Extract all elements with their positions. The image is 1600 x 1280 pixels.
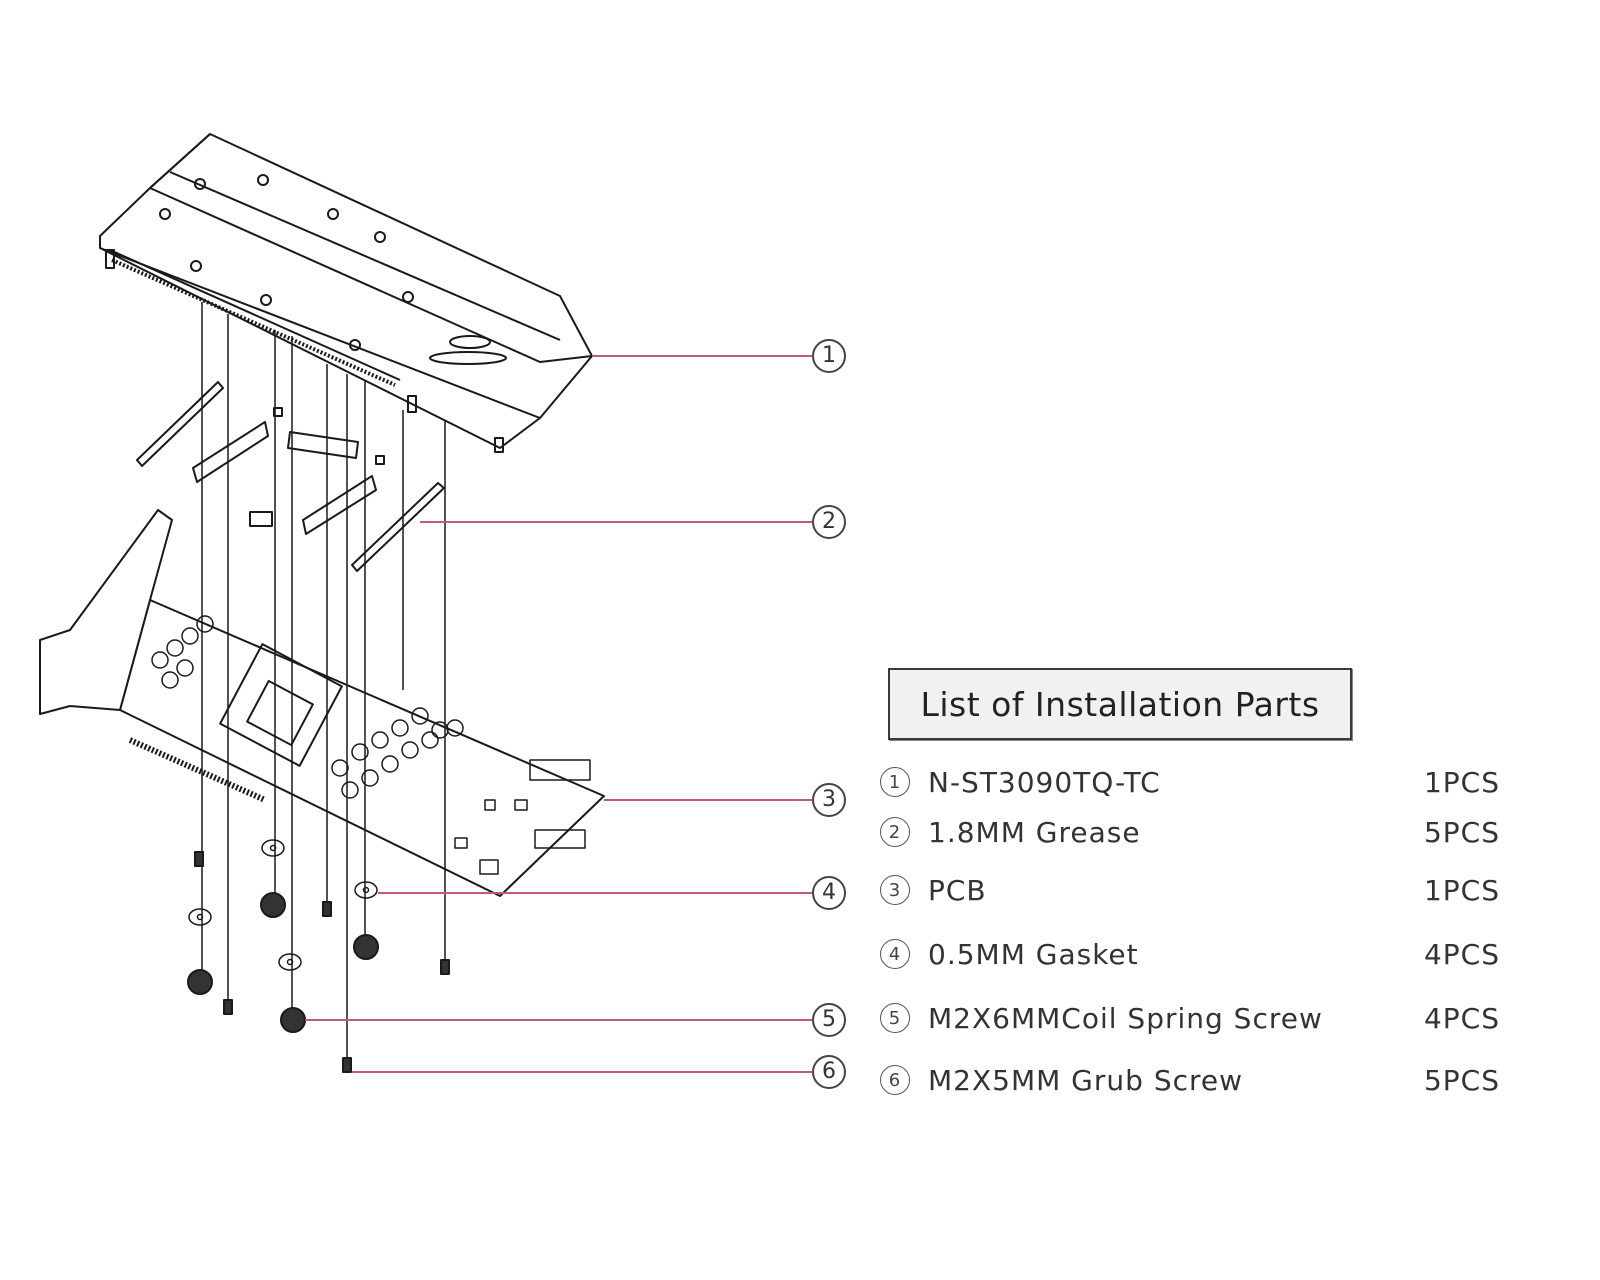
item-name: PCB — [928, 873, 987, 907]
gaskets — [188, 839, 378, 971]
spring-screws — [187, 892, 379, 1033]
item-name: M2X6MMCoil Spring Screw — [928, 1001, 1323, 1035]
list-item: 6 M2X5MM Grub Screw 5PCS — [880, 1058, 1500, 1102]
item-name: M2X5MM Grub Screw — [928, 1063, 1244, 1097]
callout-1: 1 — [812, 339, 846, 373]
list-item: 2 1.8MM Grease 5PCS — [880, 810, 1500, 854]
item-name: N-ST3090TQ-TC — [928, 765, 1161, 799]
item-number: 1 — [880, 767, 910, 797]
item-name: 1.8MM Grease — [928, 815, 1141, 849]
list-item: 4 0.5MM Gasket 4PCS — [880, 932, 1500, 976]
item-quantity: 5PCS — [1423, 1063, 1500, 1097]
list-item: 5 M2X6MMCoil Spring Screw 4PCS — [880, 996, 1500, 1040]
item-number: 2 — [880, 817, 910, 847]
list-item: 3 PCB 1PCS — [880, 868, 1500, 912]
item-number: 3 — [880, 875, 910, 905]
callout-3: 3 — [812, 783, 846, 817]
callout-2: 2 — [812, 505, 846, 539]
grub-screws — [194, 851, 450, 1073]
callout-5: 5 — [812, 1003, 846, 1037]
item-quantity: 4PCS — [1423, 937, 1500, 971]
item-quantity: 1PCS — [1423, 873, 1500, 907]
callout-6: 6 — [812, 1055, 846, 1089]
item-quantity: 4PCS — [1423, 1001, 1500, 1035]
pcb — [39, 509, 605, 897]
item-quantity: 1PCS — [1423, 765, 1500, 799]
leader-lines — [305, 355, 812, 1073]
item-quantity: 5PCS — [1423, 815, 1500, 849]
list-item: 1 N-ST3090TQ-TC 1PCS — [880, 760, 1500, 804]
thermal-pads — [136, 381, 445, 572]
water-block — [99, 133, 593, 453]
guide-lines — [201, 302, 446, 1065]
item-number: 4 — [880, 939, 910, 969]
parts-list-title: List of Installation Parts — [888, 668, 1352, 740]
item-name: 0.5MM Gasket — [928, 937, 1139, 971]
callout-4: 4 — [812, 876, 846, 910]
item-number: 6 — [880, 1065, 910, 1095]
item-number: 5 — [880, 1003, 910, 1033]
